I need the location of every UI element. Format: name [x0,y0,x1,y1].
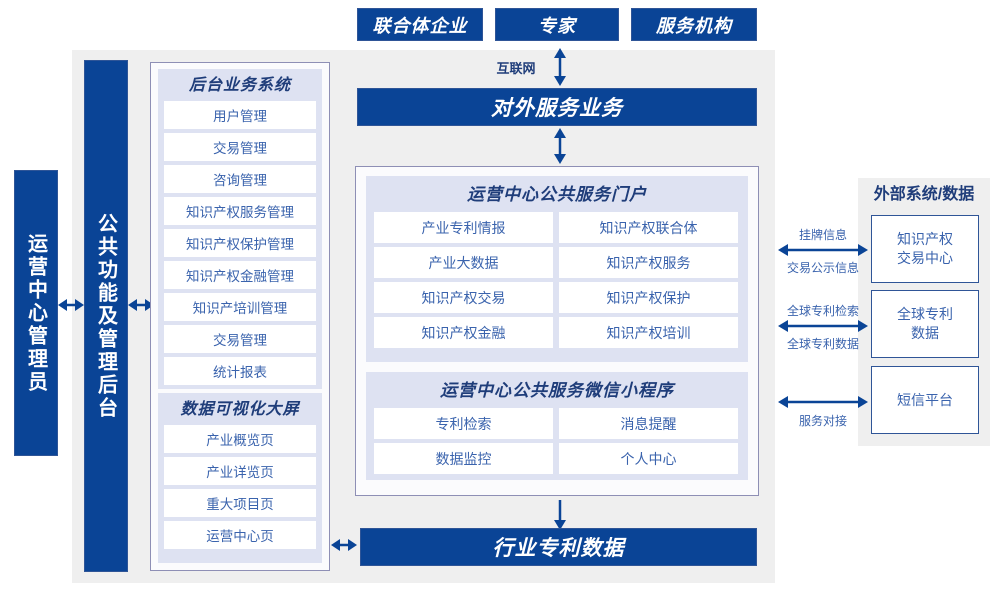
portal-item-0[interactable]: 产业专利情报 [374,212,553,243]
portal-item-label: 产业大数据 [428,254,499,271]
backend-item-8[interactable]: 统计报表 [164,357,316,385]
internet-arrow [548,48,572,86]
external-label-patent-search-above: 全球专利检索 [786,304,859,318]
external-box-global-patent-line1: 全球专利 [897,306,953,323]
admin-backend-arrow [58,296,84,314]
center-to-patentdata-arrow [548,496,572,530]
portal-item-label: 知识产权金融 [421,324,506,341]
external-label-patent-search-below: 全球专利数据 [786,337,859,351]
datavisual-item-label: 产业详览页 [206,465,274,480]
external-box-ip-exchange[interactable]: 知识产权 交易中心 [871,215,979,283]
miniprogram-item-label: 数据监控 [435,450,492,467]
external-label-listing-below: 交易公示信息 [786,261,859,275]
miniprogram-title: 运营中心公共服务微信小程序 [440,381,674,400]
industry-patent-data-bar[interactable]: 行业专利数据 [360,528,757,566]
top-box-agency-label: 服务机构 [656,15,732,36]
external-service-bar[interactable]: 对外服务业务 [357,88,757,126]
portal-title: 运营中心公共服务门户 [467,185,647,204]
portal-item-label: 知识产权服务 [606,254,691,271]
backend-item-5[interactable]: 知识产权金融管理 [164,261,316,289]
backend-item-label: 交易管理 [213,141,267,156]
external-box-sms[interactable]: 短信平台 [871,366,979,434]
external-box-sms-line1: 短信平台 [897,391,953,408]
backend-item-4[interactable]: 知识产权保护管理 [164,229,316,257]
top-box-expert-label: 专家 [538,15,576,36]
miniprogram-item-3[interactable]: 个人中心 [559,443,738,474]
portal-item-7[interactable]: 知识产权培训 [559,317,738,348]
backend-item-label: 用户管理 [213,109,267,124]
top-box-consortium[interactable]: 联合体企业 [357,8,483,41]
portal-item-3[interactable]: 知识产权服务 [559,247,738,278]
top-box-agency[interactable]: 服务机构 [631,8,757,41]
data-visual-title: 数据可视化大屏 [180,401,300,418]
portal-item-label: 知识产权培训 [606,324,691,341]
portal-item-1[interactable]: 知识产权联合体 [559,212,738,243]
backend-item-6[interactable]: 知识产培训管理 [164,293,316,321]
miniprogram-item-label: 消息提醒 [620,415,677,432]
left-column-admin[interactable]: 运营中心管理员 [14,170,58,456]
portal-item-label: 知识产权保护 [606,289,691,306]
portal-item-label: 知识产权交易 [421,289,506,306]
external-arrow-listing [778,242,868,258]
backend-item-label: 交易管理 [213,333,267,348]
miniprogram-group: 运营中心公共服务微信小程序 专利检索 消息提醒数据监控 个人中心 [366,372,748,480]
backend-to-patentdata-arrow [331,536,357,554]
portal-group: 运营中心公共服务门户 产业专利情报 知识产权联合体产业大数据 知识产权服务知识产权交… [366,176,748,362]
datavisual-item-label: 重大项目页 [206,497,274,512]
backend-item-1[interactable]: 交易管理 [164,133,316,161]
commonbackend-system-arrow [128,296,154,314]
miniprogram-item-label: 个人中心 [620,450,677,467]
backend-item-0[interactable]: 用户管理 [164,101,316,129]
top-box-consortium-label: 联合体企业 [372,15,468,36]
datavisual-item-1[interactable]: 产业详览页 [164,457,316,485]
portal-item-2[interactable]: 产业大数据 [374,247,553,278]
external-box-global-patent-line2: 数据 [911,325,939,341]
service-to-portal-arrow [548,128,572,164]
datavisual-item-label: 产业概览页 [206,433,274,448]
miniprogram-item-2[interactable]: 数据监控 [374,443,553,474]
external-label-listing-above: 挂牌信息 [798,228,847,242]
miniprogram-item-label: 专利检索 [435,415,492,432]
portal-item-label: 知识产权联合体 [599,219,698,236]
external-service-bar-label: 对外服务业务 [491,97,623,120]
left-column-common-backend[interactable]: 公共功能及管理后台 [84,60,128,572]
portal-item-4[interactable]: 知识产权交易 [374,282,553,313]
portal-item-6[interactable]: 知识产权金融 [374,317,553,348]
top-box-expert[interactable]: 专家 [495,8,619,41]
portal-item-label: 产业专利情报 [421,219,506,236]
backend-system-group: 后台业务系统 用户管理交易管理咨询管理知识产权服务管理知识产权保护管理知识产权金… [158,69,322,389]
external-systems-title: 外部系统/数据 [873,186,975,203]
external-box-ip-exchange-line1: 知识产权 [897,231,953,248]
data-visual-group: 数据可视化大屏 产业概览页产业详览页重大项目页运营中心页 [158,393,322,563]
backend-system-title: 后台业务系统 [188,77,291,94]
portal-item-5[interactable]: 知识产权保护 [559,282,738,313]
backend-item-3[interactable]: 知识产权服务管理 [164,197,316,225]
datavisual-item-3[interactable]: 运营中心页 [164,521,316,549]
external-box-global-patent[interactable]: 全球专利 数据 [871,290,979,358]
backend-item-label: 知识产权保护管理 [186,237,294,252]
external-label-service-dock-below: 服务对接 [798,414,847,428]
external-arrow-service-dock [778,394,868,410]
backend-item-2[interactable]: 咨询管理 [164,165,316,193]
industry-patent-data-label: 行业专利数据 [492,537,625,560]
backend-item-label: 知识产培训管理 [192,301,288,316]
left-column-common-backend-label: 公共功能及管理后台 [94,212,117,420]
miniprogram-item-1[interactable]: 消息提醒 [559,408,738,439]
backend-item-label: 知识产权金融管理 [186,269,294,284]
datavisual-item-0[interactable]: 产业概览页 [164,425,316,453]
datavisual-item-label: 运营中心页 [206,529,274,544]
left-column-admin-label: 运营中心管理员 [24,232,47,394]
datavisual-item-2[interactable]: 重大项目页 [164,489,316,517]
backend-item-label: 统计报表 [213,365,267,380]
backend-item-label: 咨询管理 [213,173,267,188]
internet-label: 互联网 [496,61,536,76]
backend-item-label: 知识产权服务管理 [186,205,294,220]
miniprogram-item-0[interactable]: 专利检索 [374,408,553,439]
external-arrow-patent-search [778,318,868,334]
external-box-ip-exchange-line2: 交易中心 [897,250,953,266]
backend-item-7[interactable]: 交易管理 [164,325,316,353]
